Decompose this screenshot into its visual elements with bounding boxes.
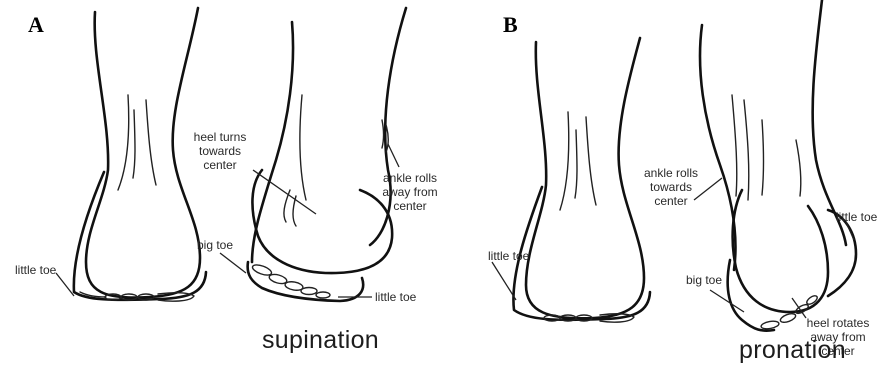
right-foot-drawing [700,0,856,331]
right-foot-drawing [248,8,406,301]
label-ankle-line-3: center [376,199,444,213]
label-big-toe-a: big toe [197,238,233,252]
label-ankle-rolls-towards: ankle rolls towards center [638,166,704,208]
label-ankle-line-1: ankle rolls [376,171,444,185]
label-heel-line-1: heel rotates [802,316,874,330]
label-ankle-line-2: towards [638,180,704,194]
label-ankle-line-3: center [638,194,704,208]
label-ankle-rolls-away: ankle rolls away from center [376,171,444,213]
panel-supination: A [0,0,444,369]
label-little-toe-right-a: little toe [375,290,416,304]
caption-supination: supination [262,326,379,355]
label-little-toe-left-a: little toe [15,263,56,277]
label-big-toe-b: big toe [686,273,722,287]
panel-pronation: B [444,0,889,369]
left-foot-drawing [513,38,650,322]
label-heel-line-1: heel turns [188,130,252,144]
left-foot-drawing [74,8,206,301]
label-ankle-line-1: ankle rolls [638,166,704,180]
label-heel-line-3: center [188,158,252,172]
label-heel-turns: heel turns towards center [188,130,252,172]
label-ankle-line-2: away from [376,185,444,199]
label-little-toe-right-b: little toe [836,210,877,224]
label-heel-line-2: towards [188,144,252,158]
label-little-toe-left-b: little toe [488,249,529,263]
caption-pronation: pronation [739,336,846,365]
